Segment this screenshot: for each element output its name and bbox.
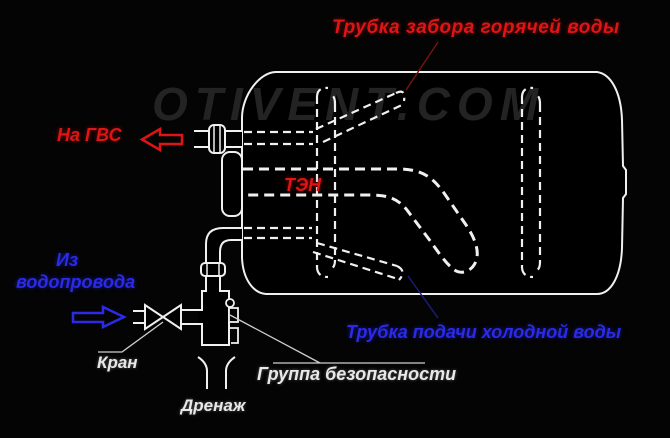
valve-symbol bbox=[144, 303, 182, 331]
hot-title-leader-line bbox=[405, 41, 439, 91]
cold-water-arrow-icon bbox=[71, 305, 127, 329]
hot-outlet-fitting bbox=[194, 124, 242, 154]
vertical-tube-right bbox=[520, 86, 542, 279]
drain-spout bbox=[229, 327, 239, 344]
drain-funnel bbox=[197, 356, 236, 389]
hot-outlet-inner-tube bbox=[244, 130, 313, 146]
pipe-union-nut bbox=[200, 262, 226, 277]
safety-group-leader-line bbox=[229, 314, 425, 364]
hot-intake-tube bbox=[315, 90, 406, 143]
label-heating-element: ТЭН bbox=[284, 175, 322, 195]
label-cold-tube: Трубка подачи холодной воды bbox=[346, 322, 622, 342]
label-hot-intake-tube: Трубка забора горячей воды bbox=[332, 17, 620, 38]
heater-flange bbox=[221, 151, 243, 217]
tank-outline bbox=[241, 71, 627, 295]
cold-inlet-inner-tube bbox=[244, 226, 312, 240]
cold-distribution-tube bbox=[312, 241, 404, 281]
safety-group-block bbox=[201, 287, 239, 346]
hot-water-arrow-icon bbox=[139, 126, 184, 153]
cold-inlet-pipe bbox=[200, 227, 242, 292]
valve-leader-line bbox=[98, 321, 164, 353]
safety-valve-port bbox=[228, 307, 239, 323]
label-cold-source-1: Из bbox=[56, 250, 79, 270]
label-cold-source-2: водопровода bbox=[16, 272, 136, 292]
label-valve: Кран bbox=[97, 353, 138, 372]
cold-label-leader-line bbox=[407, 275, 439, 319]
label-drain: Дренаж bbox=[181, 396, 246, 415]
label-safety-group: Группа безопасности bbox=[257, 364, 457, 384]
inlet-valve-assembly bbox=[133, 303, 204, 331]
safety-valve-knob bbox=[225, 298, 235, 308]
watermark-text: OTIVENT.COM bbox=[152, 78, 545, 130]
label-hot-outlet: На ГВС bbox=[57, 125, 122, 145]
vertical-tube-left bbox=[315, 86, 337, 279]
